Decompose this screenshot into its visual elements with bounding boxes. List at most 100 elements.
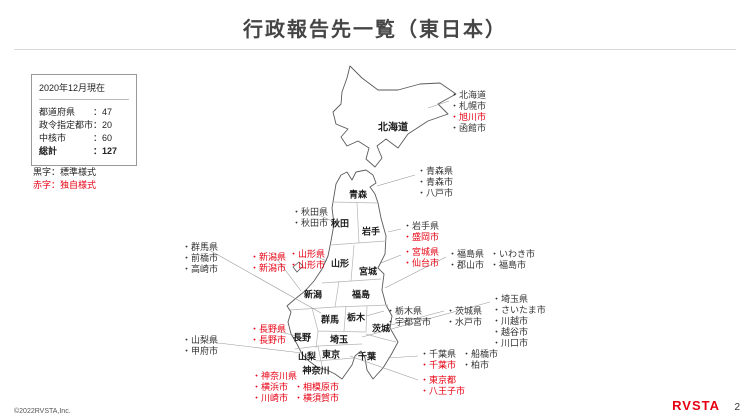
map-annotation-niigata: ・新潟県・新潟市 <box>250 252 286 274</box>
leader-lines <box>209 100 491 381</box>
map-label: ・仙台市 <box>403 258 440 268</box>
map-label: ・函館市 <box>450 123 487 133</box>
annotation-row: ・水戸市 <box>446 317 482 328</box>
map-annotation-fukushima: ・福島県・いわき市・郡山市・福島市 <box>448 249 535 271</box>
info-row-label: 政令指定都市 <box>39 120 94 130</box>
map-label: ・いわき市 <box>490 249 536 259</box>
map-annotation-yamagata: ・山形県・山形市 <box>289 249 325 271</box>
map-label: ・柏市 <box>462 360 490 370</box>
map-annotation-yamanashi: ・山梨県・甲府市 <box>182 335 218 357</box>
map-label: ・横浜市 <box>252 382 289 392</box>
map-label: ・秋田県 <box>292 207 329 217</box>
map-prefecture-label: 山梨 <box>297 351 317 362</box>
legend-standard-note: 黒字：標準様式 <box>33 167 97 177</box>
map-label: ・旭川市 <box>450 112 487 122</box>
annotation-row: ・青森市 <box>417 177 453 188</box>
copyright: ©2022RVSTA,Inc. <box>14 408 71 415</box>
map-label: ・長野県 <box>250 324 287 334</box>
annotation-row: ・山梨県 <box>182 335 218 346</box>
header-divider <box>14 49 736 50</box>
map-annotation-ibaraki: ・茨城県・水戸市 <box>446 306 482 328</box>
map-label: ・東京都 <box>420 375 457 385</box>
map-label: ・札幌市 <box>450 101 487 111</box>
info-row: 政令指定都市：20 <box>39 119 129 132</box>
annotation-row: ・川崎市・横須賀市 <box>252 393 339 404</box>
map-label: ・山梨県 <box>182 335 219 345</box>
map-label: ・横須賀市 <box>294 393 340 403</box>
hokkaido-outline <box>332 65 457 168</box>
annotation-row: ・秋田県 <box>292 207 328 218</box>
map-label: ・新潟市 <box>250 263 287 273</box>
info-row-label: 中核市 <box>39 133 67 143</box>
map-prefecture-label: 長野 <box>292 332 312 343</box>
annotation-row: ・宮城県 <box>403 247 439 258</box>
map-label: ・山形県 <box>289 249 326 259</box>
prefecture-borders <box>289 201 397 367</box>
map-prefecture-label: 北海道 <box>378 122 408 134</box>
map-prefecture-label: 新潟 <box>303 289 323 300</box>
map-label: ・八王子市 <box>420 386 466 396</box>
annotation-row: ・越谷市 <box>492 327 546 338</box>
map-label: ・岩手県 <box>403 221 440 231</box>
map-prefecture-label: 群馬 <box>320 314 340 325</box>
annotation-row: ・長野市 <box>250 335 286 346</box>
map-label: ・前橋市 <box>182 253 219 263</box>
map-label: ・高崎市 <box>182 264 219 274</box>
map-prefecture-label: 山形 <box>330 258 350 269</box>
map-label: ・新潟県 <box>250 252 287 262</box>
map-annotation-iwate: ・岩手県・盛岡市 <box>403 221 439 243</box>
info-row-value: ：60 <box>93 133 113 143</box>
map-label: ・福島市 <box>490 260 527 270</box>
map-annotation-nagano: ・長野県・長野市 <box>250 324 286 346</box>
annotation-row: ・福島県・いわき市 <box>448 249 535 260</box>
info-row: 都道府県 ：47 <box>39 106 129 119</box>
map-label: ・茨城県 <box>446 306 483 316</box>
sado-island <box>292 261 304 273</box>
annotation-row: ・高崎市 <box>182 264 218 275</box>
map-prefecture-label: 宮城 <box>358 266 378 277</box>
annotation-row: ・山形県 <box>289 249 325 260</box>
annotation-row: ・長野県 <box>250 324 286 335</box>
map-label: ・埼玉県 <box>492 294 529 304</box>
info-row-value: ：127 <box>93 146 118 156</box>
annotation-row: ・東京都 <box>420 375 465 386</box>
map-prefecture-label: 秋田 <box>330 218 350 229</box>
info-row: 中核市 ：60 <box>39 132 129 145</box>
info-row-label: 都道府県 <box>39 107 76 117</box>
map-annotation-saitama: ・埼玉県・さいたま市・川越市・越谷市・川口市 <box>492 294 546 349</box>
info-row-value: ：47 <box>93 107 113 117</box>
annotation-row: ・秋田市 <box>292 218 328 229</box>
annotation-row: ・千葉市・柏市 <box>420 360 498 371</box>
annotation-row: ・郡山市・福島市 <box>448 260 535 271</box>
map-label: ・宇都宮市 <box>386 317 432 327</box>
info-date: 2020年12月現在 <box>39 83 106 93</box>
info-row: 総計 ：127 <box>39 145 129 158</box>
legend: 黒字：標準様式 赤字：独自様式 <box>33 166 96 192</box>
annotation-row: ・神奈川県 <box>252 371 339 382</box>
map-label: ・相模原市 <box>294 382 340 392</box>
map-label: ・秋田市 <box>292 218 329 228</box>
info-row-label: 総計 <box>39 146 58 156</box>
map-prefecture-label: 千葉 <box>357 351 377 362</box>
annotation-row: ・川口市 <box>492 338 546 349</box>
map-label: ・盛岡市 <box>403 232 440 242</box>
map-annotation-aomori: ・青森県・青森市・八戸市 <box>417 166 453 199</box>
annotation-row: ・岩手県 <box>403 221 439 232</box>
annotation-row: ・群馬県 <box>182 242 218 253</box>
map-annotation-hokkaido: ・北海道・札幌市・旭川市・函館市 <box>450 90 486 134</box>
map-label: ・栃木県 <box>386 306 423 316</box>
map-label: ・水戸市 <box>446 317 483 327</box>
map-prefecture-label: 東京 <box>321 349 341 360</box>
annotation-row: ・横浜市・相模原市 <box>252 382 339 393</box>
annotation-row: ・仙台市 <box>403 258 439 269</box>
annotation-row: ・旭川市 <box>450 112 486 123</box>
map-prefecture-label: 神奈川 <box>302 365 330 376</box>
map-label: ・船橋市 <box>462 349 499 359</box>
annotation-row: ・栃木県 <box>386 306 431 317</box>
page-number: 2 <box>734 402 740 413</box>
page-title: 行政報告先一覧（東日本） <box>243 19 507 41</box>
map-prefecture-label: 福島 <box>351 289 371 300</box>
map-prefecture-label: 埼玉 <box>329 334 349 345</box>
map-label: ・北海道 <box>450 90 487 100</box>
